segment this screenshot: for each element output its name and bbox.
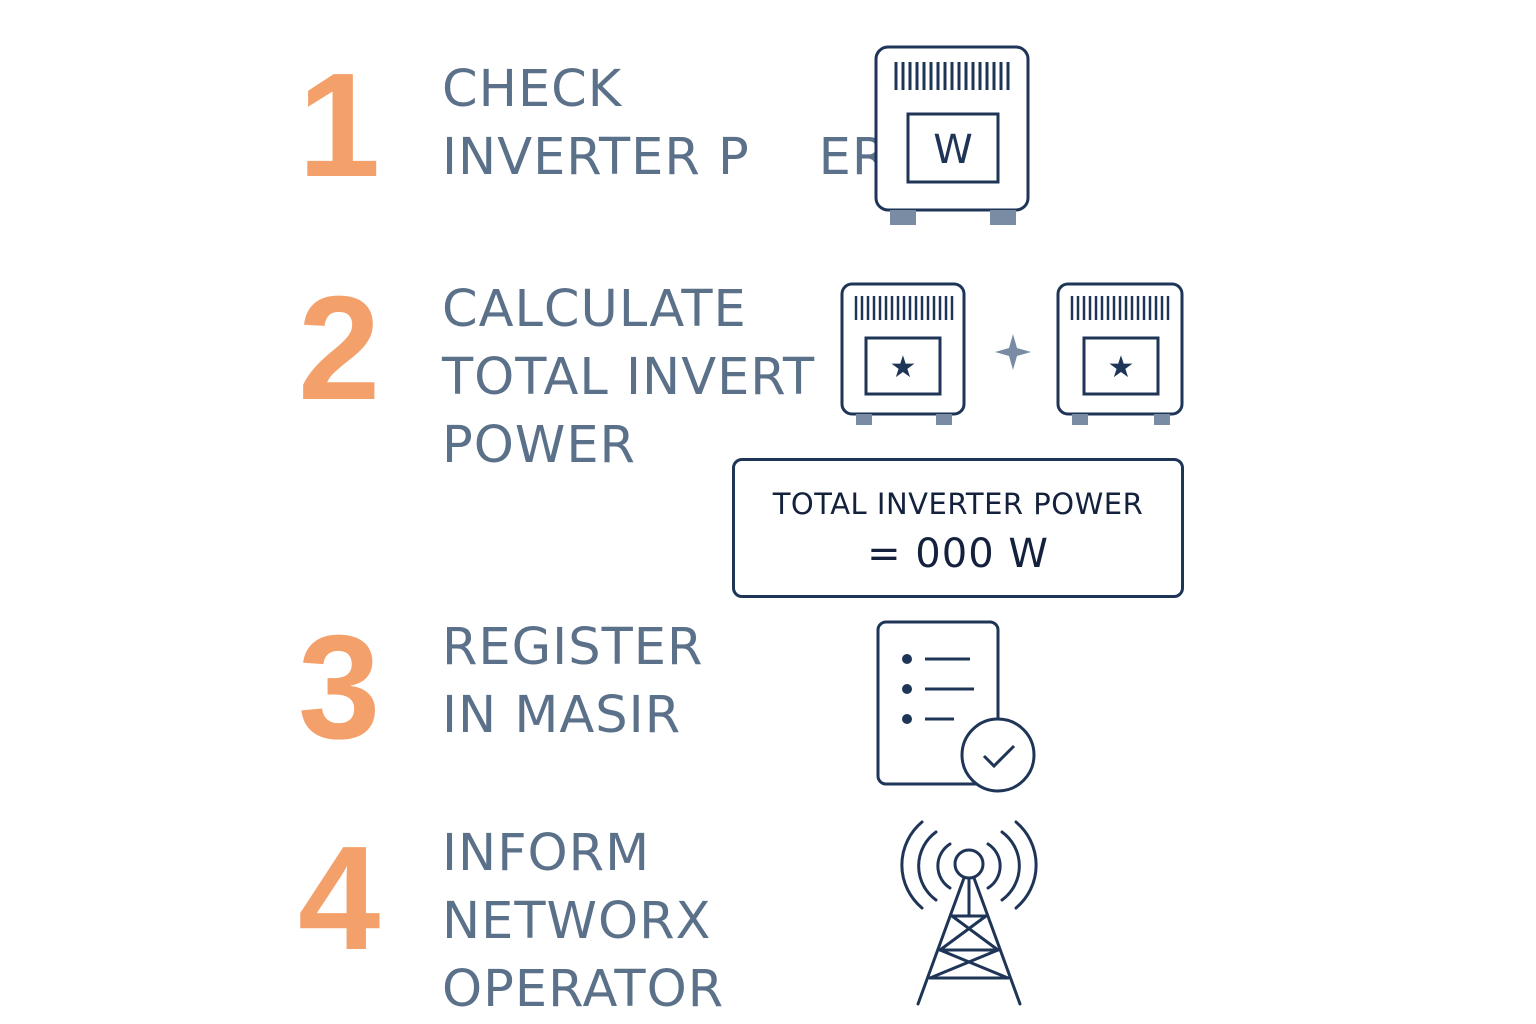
inverter-right-icon: ★ [1056,282,1184,425]
total-inverter-power-box: TOTAL INVERTER POWER = 000 W [732,458,1184,598]
plus-icon [995,334,1031,370]
step-3-text: REGISTER IN MASIR [442,614,703,750]
step-3-line-1: REGISTER [442,618,704,677]
step-2-text: CALCULATE TOTAL INVERT POWER [442,276,815,480]
step-1-number: 1 [298,43,381,208]
step-4-line-2: NETWORX [442,892,712,951]
step-2-number: 2 [298,266,381,431]
total-box-line-1: TOTAL INVERTER POWER [772,487,1144,521]
step-4-number: 4 [298,816,381,981]
step-2-line-3: POWER [442,416,636,475]
inverter-left-icon: ★ [840,282,966,425]
step-2-line-2: TOTAL INVERT [442,348,816,407]
radio-tower-icon [900,820,1038,1006]
step-3-line-2: IN MASIR [442,686,682,745]
check-badge-icon [960,717,1036,793]
inverter-w-icon: W [874,45,1030,225]
checklist-document-icon [876,620,1036,793]
two-inverters-icon: ★ ★ [840,282,1184,425]
total-box-line-2: = 000 W [867,531,1049,577]
step-1-text: CHECK INVERTER P ER [442,56,888,192]
step-1-line-1: CHECK [442,60,623,119]
step-4-line-3: OPERATOR [442,960,725,1019]
step-3-number: 3 [298,605,381,770]
step-2-line-1: CALCULATE [442,280,747,339]
svg-text:★: ★ [890,350,917,385]
svg-text:★: ★ [1108,350,1135,385]
step-4-line-1: INFORM [442,824,651,883]
step-4-text: INFORM NETWORX OPERATOR [442,820,724,1024]
inverter-w-label: W [933,127,973,173]
step-1-line-2: INVERTER P ER [442,128,889,187]
